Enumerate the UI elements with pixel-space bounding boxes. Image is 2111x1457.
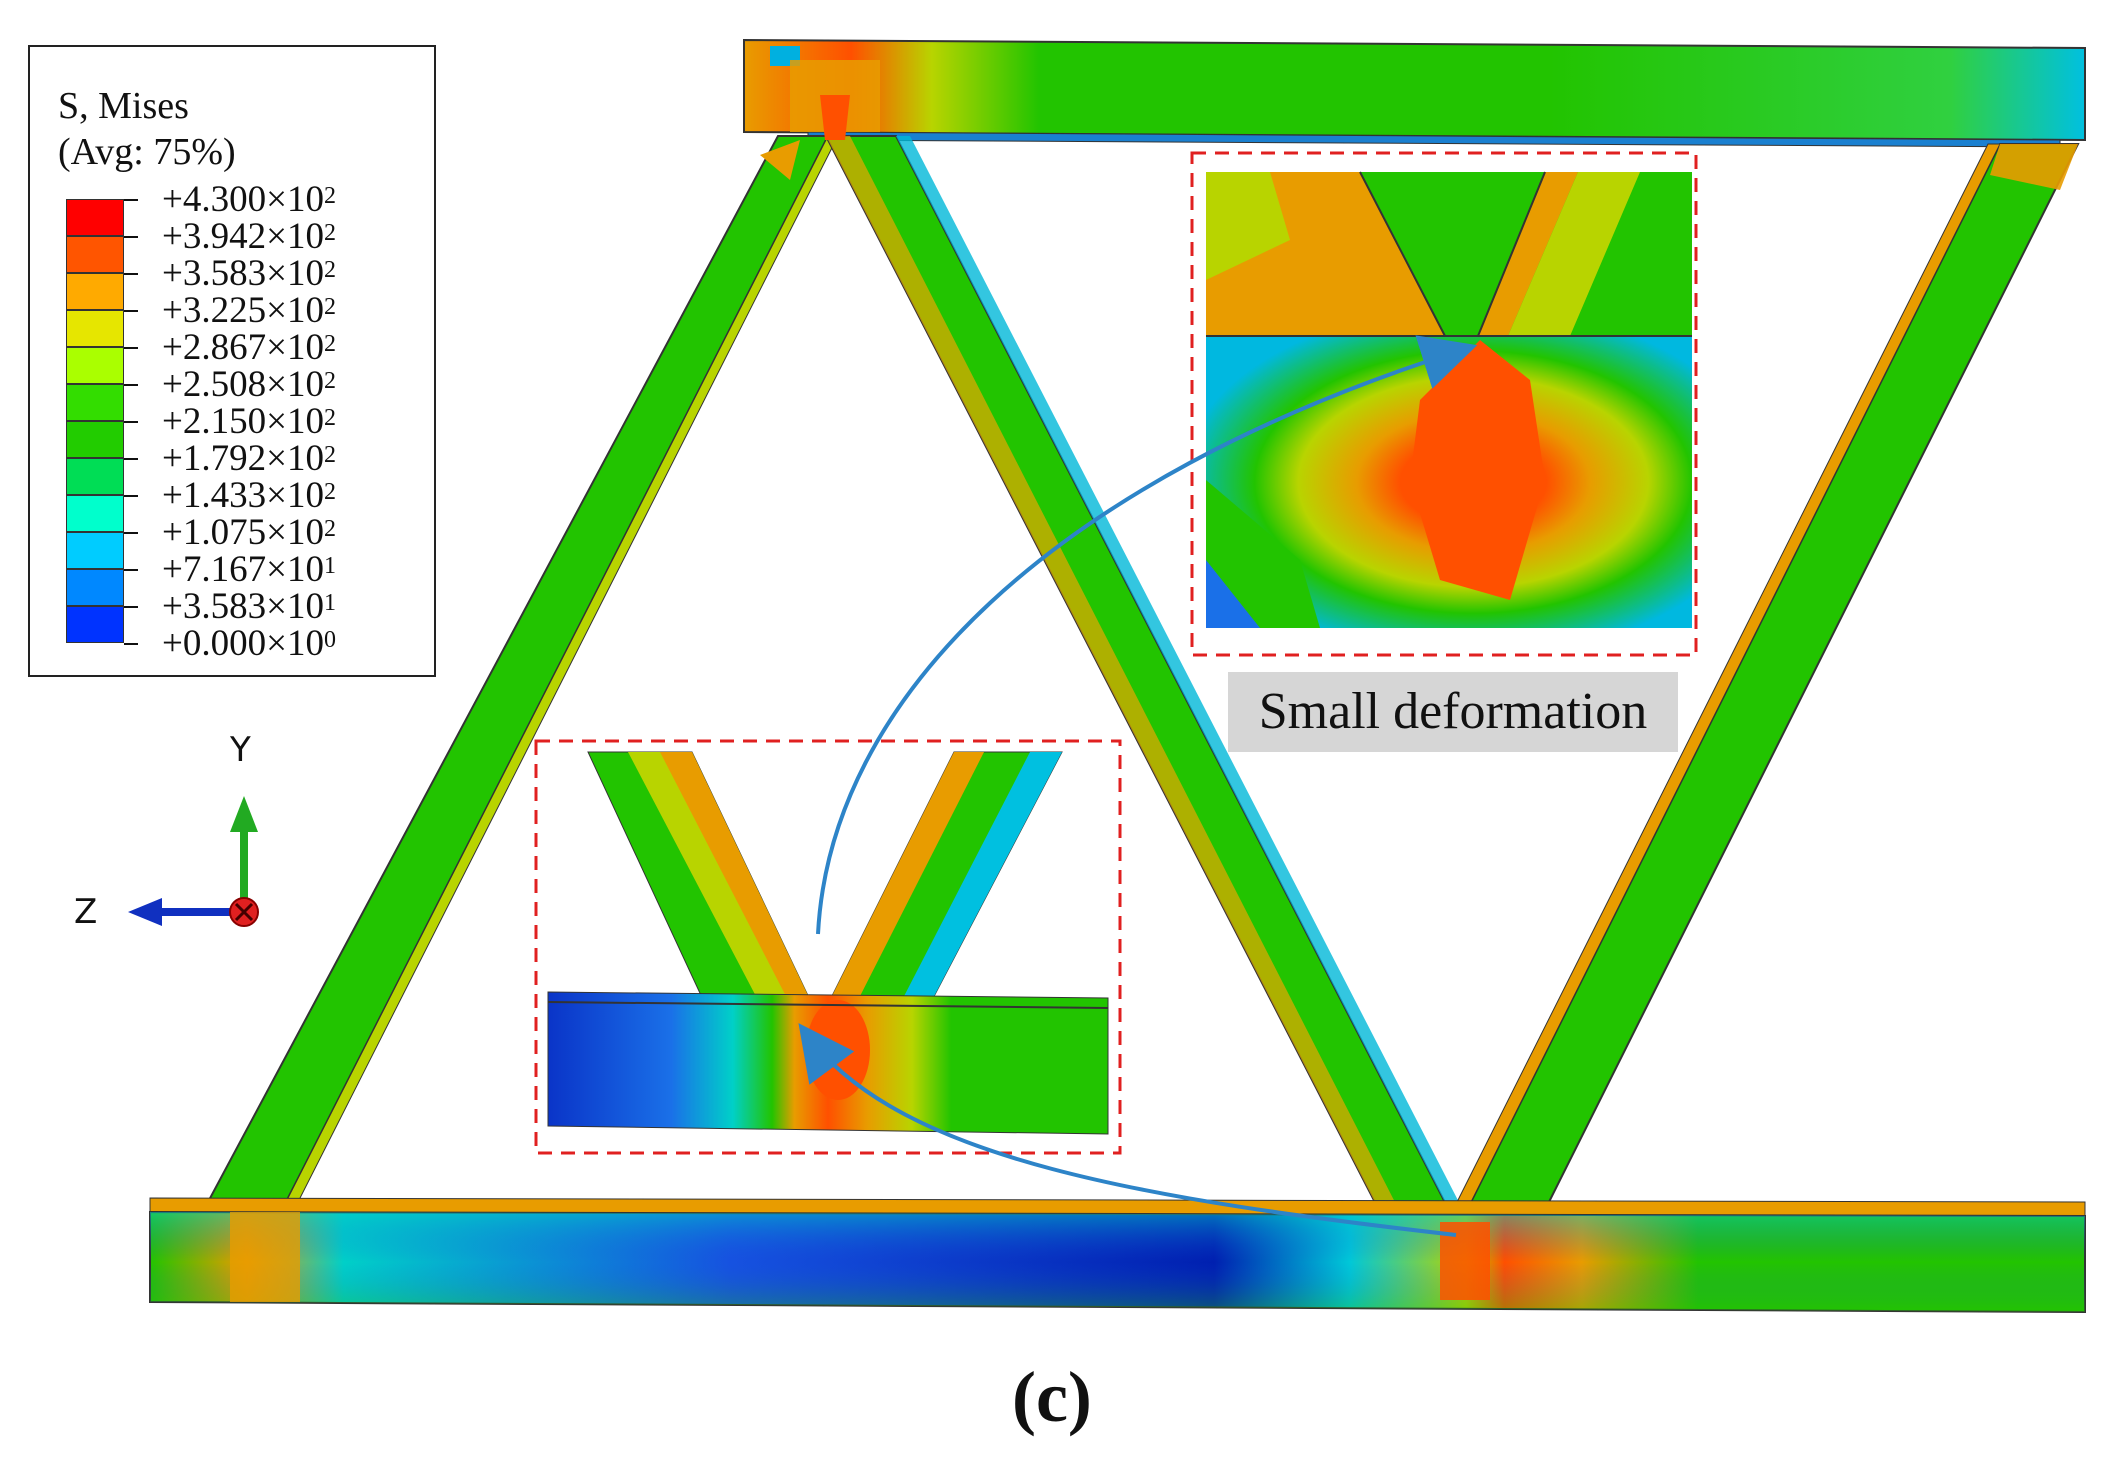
legend-value-mantissa: +0.000×10 <box>162 623 324 664</box>
legend-value-label: +2.150×102 <box>162 403 336 440</box>
legend-value-label: +7.167×101 <box>162 551 336 588</box>
legend-value-mantissa: +3.583×10 <box>162 586 324 627</box>
legend-value-label: +0.000×100 <box>162 625 336 662</box>
legend-tick <box>124 384 138 386</box>
inset-large-deformation <box>534 739 1122 1155</box>
figure-caption: (c) <box>1012 1357 1092 1437</box>
legend-value-mantissa: +1.433×10 <box>162 475 324 516</box>
legend-tick <box>124 199 138 201</box>
callout-arrows <box>798 335 1478 1237</box>
legend-value-label: +3.583×101 <box>162 588 336 625</box>
legend-swatch <box>66 384 124 421</box>
legend-value-mantissa: +2.508×10 <box>162 364 324 405</box>
legend-value-exponent: 2 <box>323 479 336 505</box>
legend-swatch <box>66 495 124 532</box>
legend-swatch <box>66 347 124 384</box>
legend-value-exponent: 0 <box>323 627 336 653</box>
legend-value-exponent: 2 <box>323 442 336 468</box>
axis-triad <box>128 796 259 927</box>
legend-value-label: +2.508×102 <box>162 366 336 403</box>
legend-value-exponent: 2 <box>323 183 336 209</box>
legend-value-label: +2.867×102 <box>162 329 336 366</box>
legend-swatch <box>66 236 124 273</box>
legend-value-exponent: 2 <box>323 220 336 246</box>
legend-value-exponent: 2 <box>323 331 336 357</box>
legend-value-mantissa: +3.942×10 <box>162 216 324 257</box>
legend-value-label: +3.225×102 <box>162 292 336 329</box>
legend-tick <box>124 421 138 423</box>
legend-tick <box>124 569 138 571</box>
top-chord <box>743 38 2086 148</box>
legend-tick <box>124 273 138 275</box>
legend-value-exponent: 2 <box>323 368 336 394</box>
legend-value-label: +1.433×102 <box>162 477 336 514</box>
legend-swatch <box>66 532 124 569</box>
legend-swatch <box>66 458 124 495</box>
bottom-chord <box>149 1197 2086 1314</box>
z-axis-label: Z <box>74 892 98 932</box>
legend-tick <box>124 643 138 645</box>
legend-tick <box>124 310 138 312</box>
legend-swatch <box>66 606 124 643</box>
legend-value-exponent: 2 <box>323 294 336 320</box>
legend-value-label: +1.075×102 <box>162 514 336 551</box>
legend-value-mantissa: +3.583×10 <box>162 253 324 294</box>
middle-diagonal-member <box>824 135 1464 1213</box>
legend-value-exponent: 2 <box>323 516 336 542</box>
legend-value-exponent: 1 <box>323 590 336 616</box>
legend-value-mantissa: +4.300×10 <box>162 179 324 220</box>
legend-value-label: +3.942×102 <box>162 218 336 255</box>
legend-swatch <box>66 569 124 606</box>
legend-value-mantissa: +2.867×10 <box>162 327 324 368</box>
legend-tick <box>124 458 138 460</box>
legend-swatch <box>66 310 124 347</box>
legend-swatch <box>66 199 124 236</box>
legend-subtitle: (Avg: 75%) <box>58 131 236 173</box>
legend-value-exponent: 2 <box>323 405 336 431</box>
small-deformation-label: Small deformation <box>1228 672 1678 752</box>
legend-value-mantissa: +1.075×10 <box>162 512 324 553</box>
legend-value-mantissa: +2.150×10 <box>162 401 324 442</box>
legend-value-mantissa: +7.167×10 <box>162 549 324 590</box>
legend-tick <box>124 495 138 497</box>
legend-value-mantissa: +1.792×10 <box>162 438 324 479</box>
inset-small-deformation <box>1190 151 1698 657</box>
legend-tick <box>124 606 138 608</box>
top-node-hotspot <box>790 60 880 140</box>
legend-swatch <box>66 421 124 458</box>
legend-tick <box>124 532 138 534</box>
legend-value-exponent: 1 <box>323 553 336 579</box>
legend-value-label: +1.792×102 <box>162 440 336 477</box>
legend-value-exponent: 2 <box>323 257 336 283</box>
legend-value-mantissa: +3.225×10 <box>162 290 324 331</box>
y-axis-label: Y <box>230 730 251 770</box>
legend-title: S, Mises <box>58 85 189 127</box>
legend-panel: S, Mises (Avg: 75%) +4.300×102+3.942×102… <box>28 45 436 677</box>
legend-swatch <box>66 273 124 310</box>
legend-value-label: +3.583×102 <box>162 255 336 292</box>
legend-tick <box>124 236 138 238</box>
legend-tick <box>124 347 138 349</box>
legend-value-label: +4.300×102 <box>162 181 336 218</box>
